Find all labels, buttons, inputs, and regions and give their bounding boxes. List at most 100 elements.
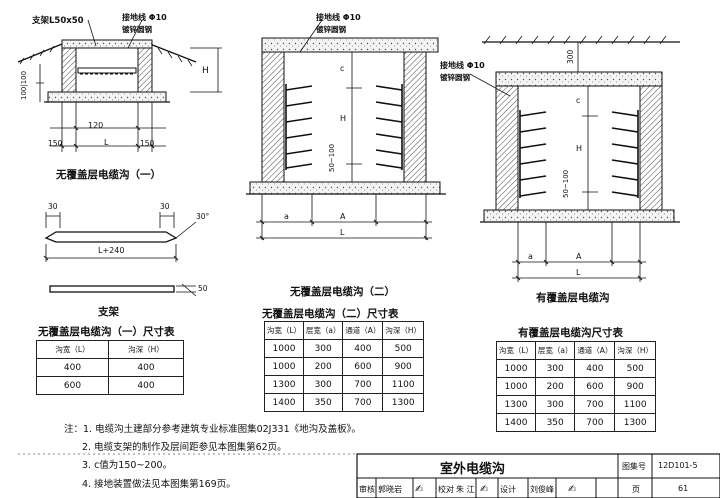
table3: 沟宽（L） 层宽（a） 通道（A） 沟深（H） 1000 300 400 500…	[496, 341, 656, 432]
table-cell: 300	[302, 375, 344, 394]
table-cell: 1300	[496, 395, 536, 414]
table2: 沟宽（L） 层宽（a） 通道（A） 沟深（H） 1000 300 400 500…	[264, 321, 424, 412]
fig2-dim-50-100: 50~100	[328, 143, 336, 172]
table-cell: 1400	[496, 413, 536, 432]
bracket-angle: 30°	[196, 212, 210, 221]
table3-title: 有覆盖层电缆沟尺寸表	[518, 327, 623, 339]
fig3-dim-a-channel: A	[576, 252, 582, 261]
fig3-caption: 有覆盖层电缆沟	[536, 292, 610, 304]
designer-name: 刘俊峰	[530, 485, 554, 494]
fig3-dim-a: a	[528, 252, 533, 261]
table-cell: 1000	[264, 339, 304, 358]
bracket-detail	[43, 212, 197, 297]
fig1-support-label: 支架L50x50	[32, 16, 84, 26]
table3-header-row: 沟宽（L） 层宽（a） 通道（A） 沟深（H）	[496, 341, 656, 360]
checker-signature: ✍	[480, 484, 489, 495]
drawing-title: 室外电缆沟	[440, 462, 506, 477]
reviewer-name: 郭晓岩	[378, 485, 402, 494]
review-label: 审核	[359, 485, 375, 494]
design-label: 设计	[500, 485, 516, 494]
fig1-dim-h: H	[202, 66, 209, 76]
table-row: 600 400	[36, 376, 184, 395]
page-label: 页	[632, 485, 640, 494]
table2-header-cell: 通道（A）	[342, 321, 384, 340]
fig3-dim-h: H	[576, 144, 583, 153]
table-cell: 1000	[496, 359, 536, 378]
fig2-dim-h: H	[340, 114, 347, 123]
table-cell: 500	[614, 359, 656, 378]
table-cell: 1100	[614, 395, 656, 414]
table-cell: 700	[574, 413, 616, 432]
table-cell: 700	[574, 395, 616, 414]
atlas-label: 图集号	[622, 462, 646, 471]
table3-header-cell: 沟宽（L）	[496, 341, 536, 360]
table-row: 1300 300 700 1100	[496, 395, 656, 414]
table-cell: 300	[534, 359, 576, 378]
table-cell: 500	[382, 339, 424, 358]
fig1-caption: 无覆盖层电缆沟（一）	[56, 169, 161, 181]
fig3-dim-50-100: 50~100	[562, 169, 570, 198]
fig2-dim-a: a	[284, 212, 289, 221]
fig3-dim-300: 300	[566, 49, 575, 64]
table-cell: 400	[108, 358, 184, 377]
fig1-trench-section	[17, 19, 222, 152]
designer-signature: ✍	[568, 484, 577, 495]
fig2-ground-sub: 镀锌圆钢	[316, 25, 346, 34]
table-cell: 600	[36, 376, 109, 395]
fig2-dim-a-channel: A	[340, 212, 346, 221]
note-2: 2. 电缆支架的制作及层间距参见本图集第62页。	[82, 442, 287, 453]
table2-header-cell: 沟宽（L）	[264, 321, 304, 340]
table-row: 1000 200 600 900	[496, 377, 656, 396]
fig1-dim-150-left: 150	[48, 139, 63, 148]
table-cell: 1000	[264, 357, 304, 376]
table-cell: 1300	[614, 413, 656, 432]
table-cell: 350	[302, 393, 344, 412]
fig2-dim-l: L	[340, 228, 345, 237]
table1-header-cell: 沟宽（L）	[36, 340, 109, 359]
table-cell: 900	[614, 377, 656, 396]
fig3-trench-section	[469, 35, 680, 282]
table-row: 1000 300 400 500	[264, 339, 424, 358]
bracket-caption: 支架	[98, 306, 119, 318]
fig1-dim-l: L	[104, 138, 109, 147]
note-1: 注：1. 电缆沟土建部分参考建筑专业标准图集02J331《地沟及盖板》。	[64, 424, 361, 435]
table-cell: 900	[382, 357, 424, 376]
table-row: 1400 350 700 1300	[264, 393, 424, 412]
fig3-ground-label: 接地线 Φ10	[440, 61, 485, 70]
fig3-dim-c: c	[576, 96, 581, 105]
table3-header-cell: 层宽（a）	[534, 341, 576, 360]
table-cell: 700	[342, 393, 384, 412]
table-row: 1300 300 700 1100	[264, 375, 424, 394]
note-3: 3. c值为150~200。	[82, 460, 173, 471]
table-cell: 300	[534, 395, 576, 414]
table-cell: 400	[36, 358, 109, 377]
table-cell: 1300	[264, 375, 304, 394]
table-cell: 400	[342, 339, 384, 358]
fig2-trench-section	[246, 19, 446, 241]
fig2-caption: 无覆盖层电缆沟（二）	[290, 286, 395, 298]
atlas-number: 12D101-5	[658, 461, 698, 470]
bracket-dim-50: 50	[198, 284, 208, 293]
table-cell: 600	[574, 377, 616, 396]
note-4: 4. 接地装置做法见本图集第169页。	[82, 479, 236, 490]
page-number: 61	[678, 484, 689, 493]
fig1-ground-sub: 镀锌圆钢	[122, 25, 152, 34]
table-row: 1400 350 700 1300	[496, 413, 656, 432]
fig1-ground-label: 接地线 Φ10	[122, 13, 167, 22]
fig1-dim-120: 120	[88, 121, 104, 130]
table-cell: 700	[342, 375, 384, 394]
table-cell: 1400	[264, 393, 304, 412]
table1-title: 无覆盖层电缆沟（一）尺寸表	[38, 326, 175, 338]
table3-header-cell: 通道（A）	[574, 341, 616, 360]
table1: 沟宽（L） 沟深（H） 400 400 600 400	[36, 340, 184, 395]
checker-name: 朱 江	[456, 485, 475, 494]
fig2-dim-c: c	[340, 64, 345, 73]
table-row: 1000 200 600 900	[264, 357, 424, 376]
table-row: 1000 300 400 500	[496, 359, 656, 378]
title-block-frame	[18, 453, 720, 498]
table-cell: 1000	[496, 377, 536, 396]
check-label: 校对	[438, 485, 454, 494]
table-cell: 350	[534, 413, 576, 432]
table1-header-row: 沟宽（L） 沟深（H）	[36, 340, 184, 359]
